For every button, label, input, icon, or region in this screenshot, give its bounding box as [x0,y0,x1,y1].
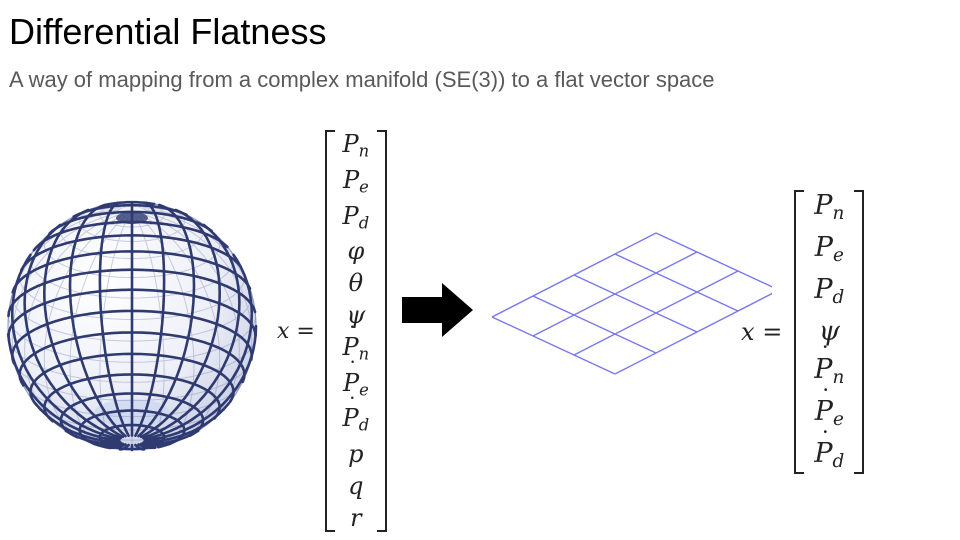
time-derivative-dot: ˙ [346,394,358,420]
state-entry: p [348,442,363,466]
state-entry-symbol: ψ [819,318,840,345]
state-entry-base: φ [347,237,365,266]
state-entry-symbol: P [343,204,359,228]
state-entry-symbol: ψ [346,303,365,327]
state-entry-base: q [348,472,364,500]
state-entry-symbol: P˙ [814,386,833,428]
flat-state-right-bracket [854,190,865,474]
state-entry: Pn [343,132,370,160]
state-entry-subscript: e [359,177,369,197]
state-entry-symbol: P˙ [342,324,359,361]
state-entry-subscript: d [358,415,370,435]
state-entry-base: P [342,368,360,397]
state-entry-base: P [342,165,360,194]
state-entry-subscript: d [358,213,370,233]
state-entry-subscript: n [832,203,845,225]
state-entry-symbol: P [814,276,832,303]
state-entry: P˙n [342,324,370,364]
state-entry-base: P [814,190,833,221]
state-entry: Pn [814,192,844,224]
full-state-lhs: x = [277,319,315,344]
state-entry-base: P [814,354,833,386]
state-entry-base: ψ [818,316,840,348]
state-entry: P˙n [814,344,845,389]
state-entry-base: P [814,274,833,306]
state-entry: P˙d [814,428,845,473]
flat-state-equals: = [762,318,783,346]
state-entry-subscript: e [359,380,369,400]
time-derivative-dot: ˙ [819,341,832,371]
time-derivative-dot: ˙ [347,358,359,384]
full-state-right-bracket [376,130,387,532]
slide-subtitle: A way of mapping from a complex manifold… [9,67,715,92]
state-entry: φ [347,239,364,263]
state-entry: ψ [819,318,840,345]
state-entry-symbol: P [815,234,833,261]
state-entry-symbol: P˙ [342,360,360,397]
state-entry-symbol: P [814,192,832,219]
state-entry: P˙e [342,360,369,400]
time-derivative-dot: ˙ [346,322,358,348]
state-entry-base: P [342,201,359,230]
full-state-equals: = [296,318,315,344]
state-entry-subscript: n [358,344,370,364]
state-entry-symbol: P [343,168,359,192]
flat-state-variable: x [741,318,755,346]
state-entry-subscript: d [832,451,845,473]
state-entry: P˙d [342,396,370,435]
state-entry-subscript: e [832,245,844,267]
sphere-manifold-icon [7,200,258,452]
full-state-left-bracket [324,130,335,532]
state-entry-base: P [814,232,833,264]
state-entry-base: P [342,404,359,433]
state-entry-symbol: P˙ [814,344,833,386]
state-entry-symbol: θ [349,271,363,295]
time-derivative-dot: ˙ [819,425,832,455]
state-entry-symbol: P [343,132,359,156]
flat-state-left-bracket [794,190,805,474]
state-entry-base: θ [348,269,364,298]
state-entry-base: P [342,332,359,361]
state-entry: θ [349,271,363,295]
state-entry: Pe [343,168,369,196]
state-entry-symbol: P˙ [342,396,359,433]
state-entry: r [350,506,361,530]
state-entry: q [348,474,363,498]
state-entry: Pd [814,276,844,308]
state-entry: P˙e [814,386,844,431]
slide-title: Differential Flatness [9,11,327,52]
state-entry-symbol: q [348,474,363,498]
state-entry: ψ [346,303,365,327]
state-entry-base: P [814,396,833,428]
right-arrow-icon [402,283,473,337]
state-entry-subscript: n [358,141,370,161]
full-state-variable: x [277,318,290,344]
state-entry-symbol: P˙ [814,428,833,470]
state-entry-subscript: d [832,287,845,309]
time-derivative-dot: ˙ [819,383,832,413]
state-entry-base: p [348,440,364,469]
state-entry-symbol: p [348,442,363,466]
state-entry-base: r [350,503,362,532]
state-entry-symbol: φ [347,239,364,263]
state-entry-base: P [814,438,833,470]
state-entry-base: P [342,130,359,158]
state-entry-subscript: e [832,409,844,431]
state-entry: Pe [815,234,844,266]
flat-state-lhs: x = [741,318,782,346]
flat-plane-icon [491,232,772,375]
state-entry-subscript: n [832,367,845,389]
state-entry: Pd [343,204,370,232]
state-entry-symbol: r [350,506,361,530]
state-entry-base: ψ [346,301,366,329]
